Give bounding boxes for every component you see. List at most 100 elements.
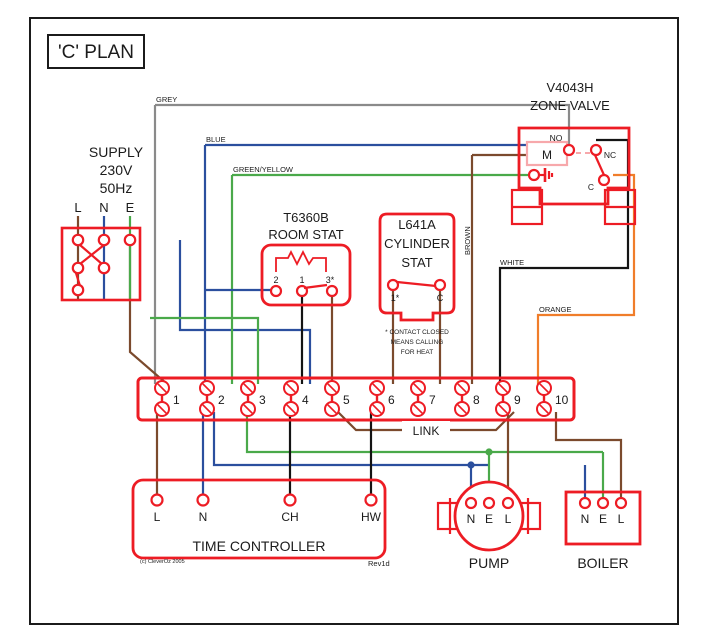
zone-valve-body [517,126,631,206]
room-stat-terminal-3: 3* [326,275,335,285]
boiler-terminal-e[interactable] [596,496,610,510]
time-controller-terminal-n[interactable] [196,493,210,507]
terminal-6-label: 6 [388,393,395,407]
supply-contact-e-top [123,233,137,247]
room-stat-contact-2 [269,284,283,298]
terminal-2-label: 2 [218,393,225,407]
junction-dot-green [485,448,493,456]
wire-label-white: WHITE [500,258,524,267]
zone-valve-terminal-nc: NC [604,150,616,160]
boiler-label-n: N [581,512,590,526]
cylinder-stat-note-2: MEANS CALLING [391,339,444,346]
terminal-1-label: 1 [173,393,180,407]
supply-contact-n-top [97,233,111,247]
zone-valve-contact-nc [589,143,603,157]
revision-note: Rev1d [368,559,390,568]
cylinder-stat-model: L641A [398,217,436,232]
supply-terminal-label-e: E [126,200,135,215]
wire-orange-c [536,173,636,384]
plan-title: 'C' PLAN [58,42,134,63]
terminal-4[interactable]: 4 [283,380,309,417]
wire-label-orange: ORANGE [539,305,572,314]
terminal-9[interactable]: 9 [495,380,521,417]
copyright-note: (c) CleverOz 2005 [140,559,185,565]
supply-terminal-label-n: N [99,200,108,215]
time-controller-block: L N CH HW TIME CONTROLLER [131,478,387,560]
terminal-5-label: 5 [343,393,350,407]
wire-green-t3-down [245,412,489,454]
wire-label-green-yellow: GREEN/YELLOW [233,165,294,174]
terminal-9-label: 9 [514,393,521,407]
boiler-body [564,490,642,546]
time-controller-name: TIME CONTROLLER [192,538,325,554]
room-stat-block: T6360B ROOM STAT 2 1 3* [260,210,352,307]
cylinder-stat-contact-1 [386,278,400,292]
supply-switch-arm-2 [79,244,105,265]
time-controller-terminal-ch[interactable] [283,493,297,507]
pump-terminal-l[interactable] [501,496,515,510]
pump-terminal-e[interactable] [482,496,496,510]
cylinder-stat-block: L641A CYLINDER STAT 1* C * CONTACT CLOSE… [378,212,456,356]
terminal-3[interactable]: 3 [240,380,266,417]
room-stat-resistor [275,249,327,272]
time-controller-terminal-hw[interactable] [364,493,378,507]
supply-switch-arm-3 [74,272,82,287]
wire-green-e-branch [150,316,260,384]
terminal-6[interactable]: 6 [369,380,395,417]
cylinder-stat-terminal-1: 1* [391,293,400,303]
pump-block: N E L PUMP [436,480,542,571]
zone-valve-model: V4043H [547,80,594,95]
boiler-label-e: E [599,512,607,526]
boiler-terminal-l[interactable] [614,496,628,510]
terminal-1[interactable]: 1 [154,380,180,417]
boiler-name: BOILER [577,555,628,571]
terminal-7-label: 7 [429,393,436,407]
cylinder-stat-terminal-c: C [437,293,444,303]
cylinder-stat-name-1: CYLINDER [384,236,450,251]
supply-title-2: 230V [100,162,133,178]
terminal-2[interactable]: 2 [199,380,225,417]
terminal-10[interactable]: 10 [536,380,569,417]
supply-terminal-label-l: L [74,200,81,215]
time-controller-body [131,478,387,560]
pump-label-l: L [505,512,512,526]
time-controller-label-ch: CH [281,510,298,524]
junction-dot-blue [467,461,475,469]
supply-title-1: SUPPLY [89,144,144,160]
terminal-3-label: 3 [259,393,266,407]
supply-title-3: 50Hz [100,180,133,196]
boiler-terminal-n[interactable] [578,496,592,510]
wire-label-grey: GREY [156,95,177,104]
cylinder-stat-body [378,212,456,322]
pump-terminal-n[interactable] [464,496,478,510]
terminal-block: 1 2 3 4 [136,376,576,438]
time-controller-terminal-l[interactable] [150,493,164,507]
supply-contact-l-bot [71,283,85,297]
pump-label-e: E [485,512,493,526]
cylinder-stat-note-3: FOR HEAT [401,349,433,356]
link-label: LINK [413,424,440,438]
terminal-block-body [136,376,576,422]
zone-valve-motor-label: M [542,148,552,162]
cylinder-stat-switch-arm [396,280,437,288]
supply-block: SUPPLY 230V 50Hz L N E [60,144,144,302]
wire-grey-no [155,103,571,150]
pump-label-n: N [467,512,476,526]
wire-label-blue: BLUE [206,135,226,144]
zone-valve-block: V4043H ZONE VALVE M NO NC C [510,80,637,226]
wire-brown-supply-l [128,300,168,385]
wire-brown-link-left [337,411,402,432]
boiler-label-l: L [618,512,625,526]
terminal-8-label: 8 [473,393,480,407]
terminal-8[interactable]: 8 [454,380,480,417]
room-stat-model: T6360B [283,210,329,225]
terminal-7[interactable]: 7 [410,380,436,417]
terminal-5[interactable]: 5 [324,380,350,417]
time-controller-label-n: N [199,510,208,524]
zone-valve-name: ZONE VALVE [530,98,610,113]
room-stat-switch-arm [303,283,328,290]
supply-contact-n-mid [97,261,111,275]
room-stat-name: ROOM STAT [268,227,343,242]
cylinder-stat-contact-c [433,278,447,292]
